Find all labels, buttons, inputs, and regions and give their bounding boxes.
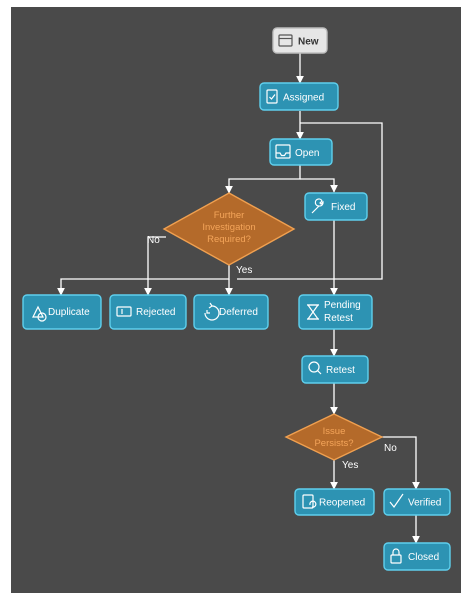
node-label: Verified <box>408 498 441 509</box>
edge-decision-yes-duplicate <box>57 265 230 296</box>
edge-label-no: No <box>147 235 160 246</box>
edge-label-no: No <box>384 443 397 454</box>
lock-icon <box>390 548 402 564</box>
node-label: Open <box>295 148 319 159</box>
node-fixed[interactable]: Fixed <box>304 192 368 221</box>
edge-decision-no-rejected <box>144 236 166 296</box>
decision-further-investigation[interactable]: Further Investigation Required? <box>162 192 296 266</box>
decision-issue-persists[interactable]: Issue Persists? <box>284 413 384 461</box>
node-label: Deferred <box>219 307 258 318</box>
inbox-icon <box>275 144 291 159</box>
node-label: Pending <box>324 300 361 311</box>
hourglass-icon <box>306 304 320 320</box>
clock-arrow-icon <box>204 302 220 321</box>
node-assigned[interactable]: Assigned <box>259 82 339 111</box>
node-label: New <box>298 37 319 48</box>
flowchart-diagram: No Yes Yes No New Assigned Open Further … <box>22 27 451 571</box>
node-label: Duplicate <box>48 307 90 318</box>
check-icon <box>389 493 404 509</box>
magnifier-icon <box>308 361 322 375</box>
doc-refresh-icon <box>302 494 317 509</box>
clipboard-check-icon <box>266 89 278 104</box>
decision-label: Required? <box>207 234 251 245</box>
edge-issue-no-verified <box>381 436 420 490</box>
edge-open-fixed <box>300 178 338 193</box>
edges <box>57 53 420 544</box>
node-deferred[interactable]: Deferred <box>193 294 269 330</box>
node-rejected[interactable]: Rejected <box>109 294 187 330</box>
decision-label: Further <box>214 210 245 221</box>
node-label: Reopened <box>319 498 365 509</box>
node-closed[interactable]: Closed <box>383 542 451 571</box>
node-verified[interactable]: Verified <box>383 488 451 516</box>
node-reopened[interactable]: Reopened <box>294 488 375 516</box>
node-label: Closed <box>408 552 439 563</box>
edge-assigned-loop <box>237 122 383 280</box>
node-label: Retest <box>326 365 355 376</box>
decision-label: Investigation <box>202 222 255 233</box>
node-label: Fixed <box>331 202 355 213</box>
ticket-icon <box>116 306 132 317</box>
node-label: Rejected <box>136 307 175 318</box>
flowchart-canvas: No Yes Yes No New Assigned Open Further … <box>11 7 461 593</box>
node-label: Assigned <box>283 93 324 104</box>
node-duplicate[interactable]: Duplicate <box>22 294 102 330</box>
node-label: Retest <box>324 313 353 324</box>
edge-label-yes: Yes <box>236 265 252 276</box>
node-pending-retest[interactable]: Pending Retest <box>298 294 373 330</box>
wrench-icon <box>311 198 324 214</box>
edge-label-yes: Yes <box>342 460 358 471</box>
window-icon <box>278 34 293 47</box>
shapes-icon <box>32 305 47 322</box>
node-retest[interactable]: Retest <box>301 355 369 384</box>
node-open[interactable]: Open <box>269 138 333 166</box>
decision-label: Persists? <box>314 438 353 449</box>
node-new[interactable]: New <box>272 27 328 54</box>
decision-label: Issue <box>323 426 346 437</box>
edge-open-decision <box>225 165 301 194</box>
